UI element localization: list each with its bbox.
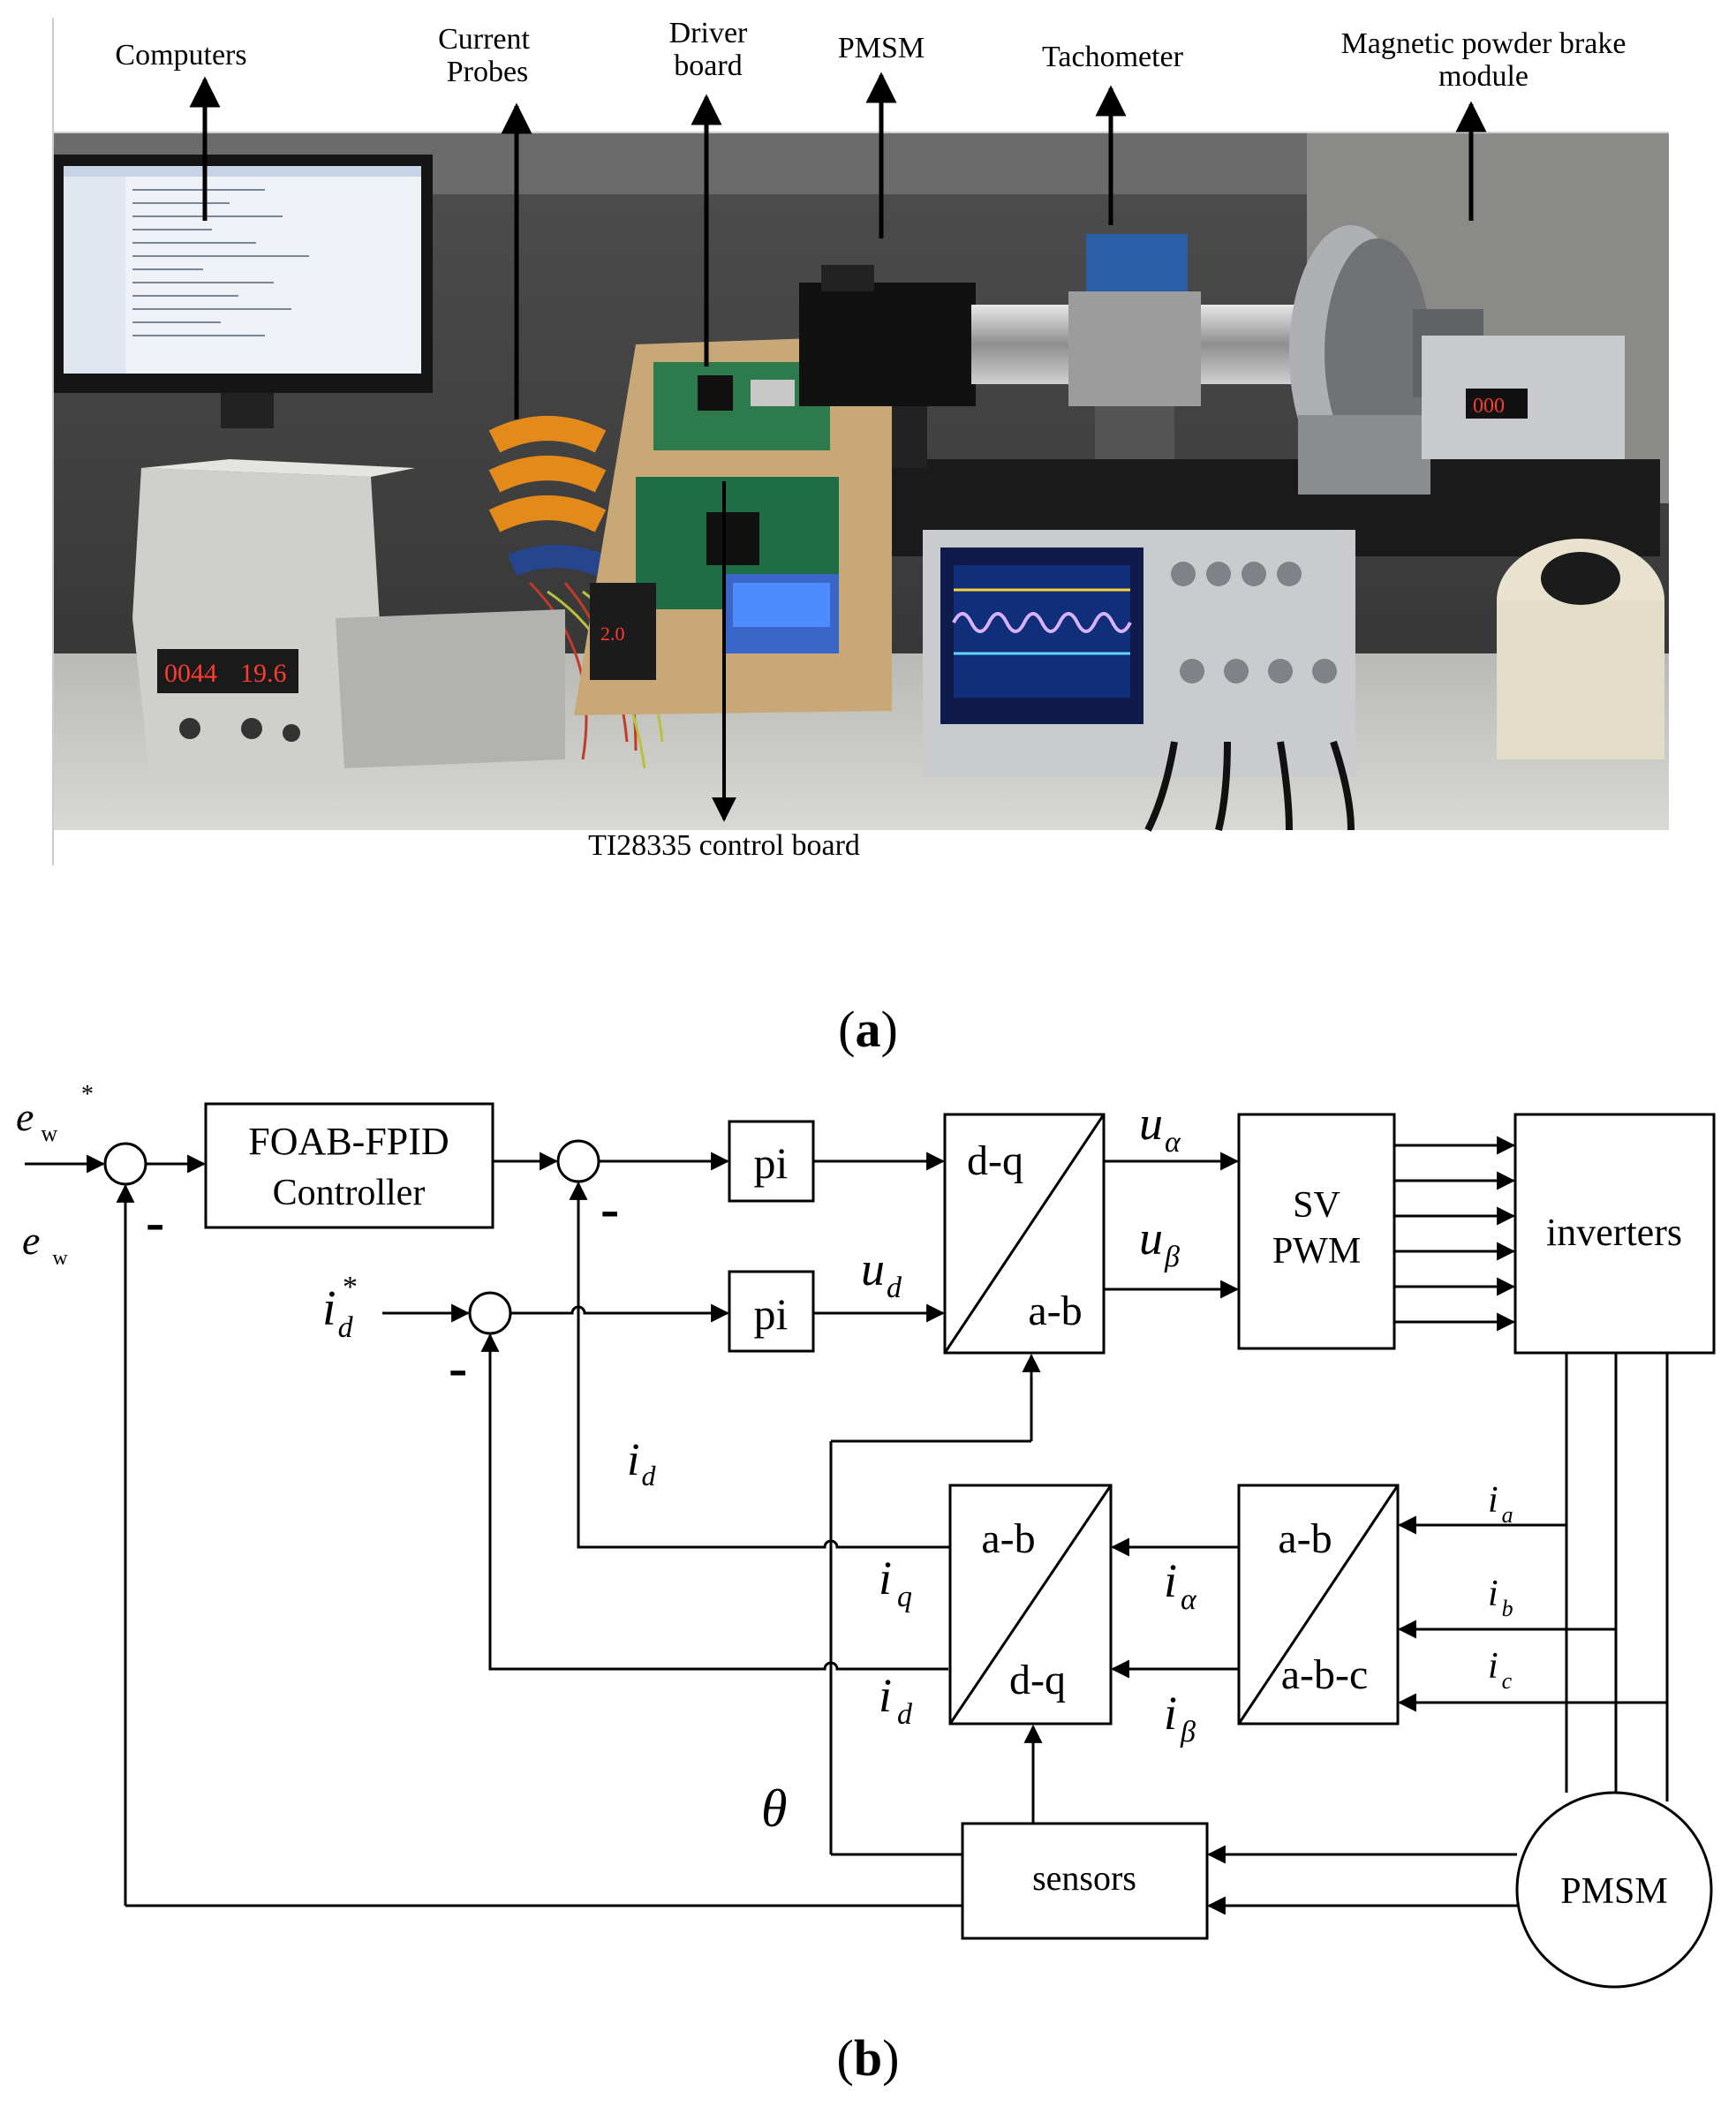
svpwm-label-1: SV <box>1293 1185 1340 1226</box>
sum-junction-id <box>468 1291 512 1335</box>
clarke-label-bottom: a-b-c <box>1281 1651 1369 1698</box>
brake-controller: 000 <box>1422 336 1625 459</box>
sensors-block <box>961 1822 1209 1940</box>
power-supply: 0044 19.6 <box>132 459 415 777</box>
controller-label-1: FOAB-FPID <box>248 1120 449 1163</box>
computer-monitor <box>53 155 433 428</box>
motor-label: PMSM <box>1560 1871 1667 1912</box>
dq-ab-label-bottom: a-b <box>1028 1288 1082 1334</box>
park-diagonal <box>948 1484 1113 1725</box>
small-meter: 2.0 <box>590 583 656 680</box>
sum-junction-speed <box>103 1142 147 1186</box>
caption-b: (b) <box>837 2029 900 2087</box>
label-brake-module-2: module <box>1438 60 1528 93</box>
magnetic-powder-brake <box>1289 225 1483 495</box>
park-label-bottom: d-q <box>1009 1657 1066 1703</box>
line-to-pi-bottom <box>510 1303 730 1323</box>
label-tachometer: Tachometer <box>1042 41 1184 73</box>
signal-u-d: ud <box>861 1242 902 1304</box>
minus-sign-speed: - <box>146 1190 164 1253</box>
inverters-label: inverters <box>1546 1211 1682 1254</box>
label-current-probes-2: Probes <box>447 56 529 88</box>
clarke-diagonal <box>1237 1484 1400 1725</box>
signal-ew-star-sup: * <box>81 1081 94 1108</box>
line-iq-feedback <box>569 1181 950 1549</box>
minus-sign-id: - <box>449 1336 467 1399</box>
svpwm-label-2: PWM <box>1272 1231 1361 1272</box>
photo-annotations: Computers Current Probes Driver board PM… <box>115 17 1626 862</box>
control-board <box>636 477 839 653</box>
dq-to-ab-diagonal <box>943 1114 1106 1354</box>
label-driver-board-2: board <box>674 49 742 82</box>
signal-theta: θ <box>761 1779 787 1838</box>
block-diagram <box>25 1102 1716 1989</box>
pmsm-motor <box>799 265 976 468</box>
label-current-probes-1: Current <box>438 23 530 56</box>
park-block <box>948 1484 1113 1726</box>
clarke-label-top: a-b <box>1278 1515 1332 1562</box>
oscilloscope <box>923 530 1355 832</box>
line-id-feedback <box>480 1333 948 1671</box>
pi-label-bottom: pi <box>754 1289 789 1339</box>
lab-photo: 0044 19.6 <box>35 18 1678 865</box>
park-label-top: a-b <box>981 1515 1035 1562</box>
meter-readout: 2.0 <box>600 623 625 645</box>
sensors-label: sensors <box>1032 1858 1136 1898</box>
label-brake-module-1: Magnetic powder brake <box>1341 27 1627 60</box>
brake-readout: 000 <box>1473 395 1505 418</box>
label-computers: Computers <box>115 39 246 72</box>
signal-u-beta: uβ <box>1139 1212 1180 1273</box>
autotransformer <box>1497 539 1664 759</box>
diagram-labels: FOAB-FPID Controller pi pi d-q a-b SV PW… <box>16 1081 1682 1912</box>
dq-to-ab-block <box>943 1113 1106 1355</box>
label-pmsm-photo: PMSM <box>838 32 925 64</box>
pmsm-motor-circle <box>1515 1791 1713 1989</box>
pi-label-top: pi <box>754 1138 789 1188</box>
caption-a: (a) <box>838 1001 898 1058</box>
svpwm-block <box>1237 1113 1396 1350</box>
dq-ab-label-top: d-q <box>967 1137 1023 1184</box>
signal-id-star: id <box>322 1281 354 1344</box>
label-control-board: TI28335 control board <box>588 829 860 862</box>
psu-readout-right: 19.6 <box>240 659 287 688</box>
signal-id-feedback: id <box>627 1435 656 1492</box>
signal-u-alpha: uα <box>1139 1097 1181 1159</box>
tachometer <box>1068 234 1201 459</box>
function-generator <box>336 609 565 768</box>
psu-readout-left: 0044 <box>164 659 217 688</box>
signal-id-star-sup: * <box>343 1271 358 1303</box>
sum-junction-iq <box>556 1139 600 1183</box>
controller-label-2: Controller <box>273 1173 426 1213</box>
label-driver-board-1: Driver <box>669 17 748 49</box>
minus-sign-iq: - <box>600 1177 619 1240</box>
clarke-block <box>1237 1484 1400 1726</box>
photo-top-margin <box>35 18 1678 132</box>
